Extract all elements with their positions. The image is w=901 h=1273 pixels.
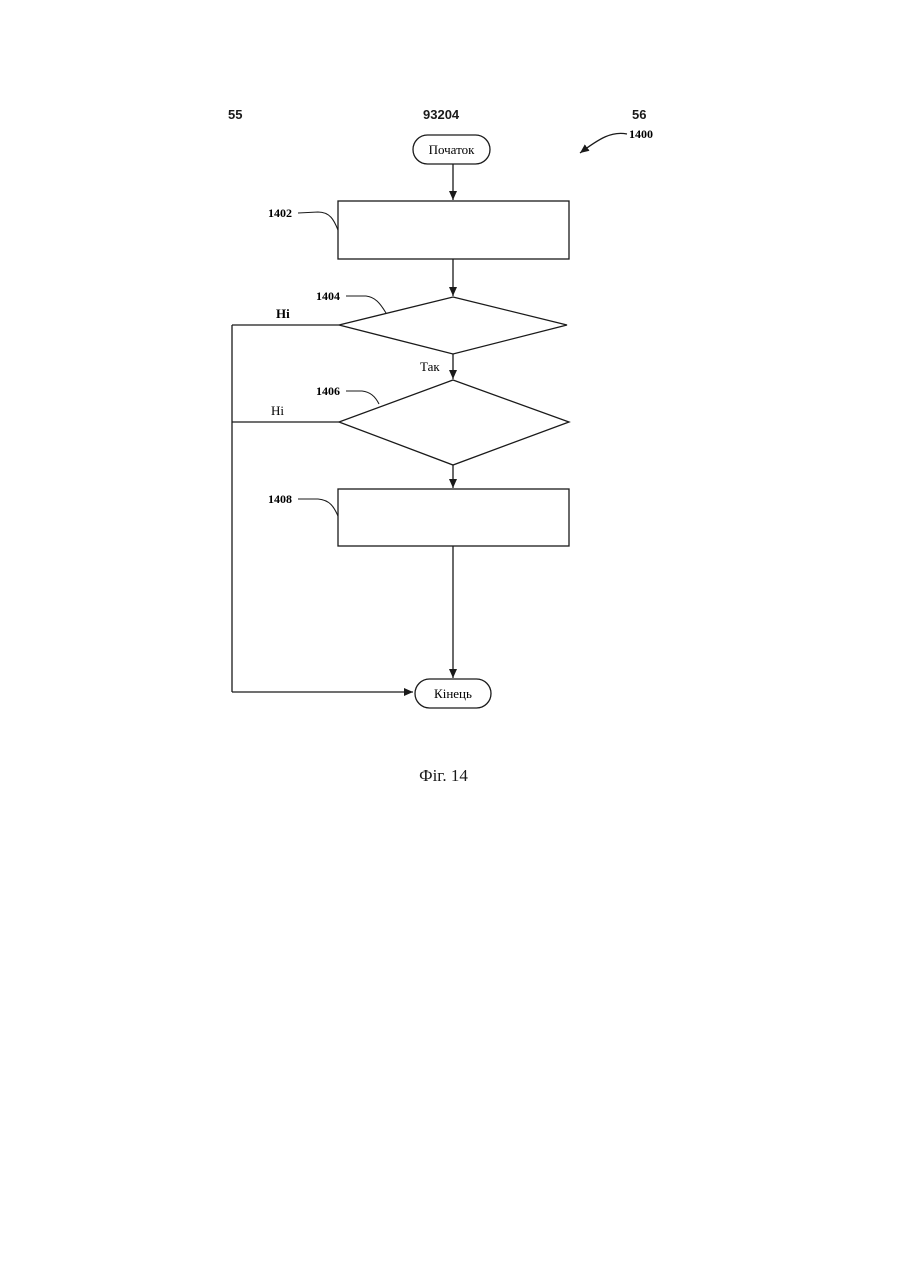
end-label: Кінець — [434, 686, 472, 701]
ref-1408: 1408 — [268, 492, 292, 506]
process-box-1402 — [338, 201, 569, 259]
leader-1406 — [346, 391, 379, 404]
yes-label-1404: Так — [420, 359, 440, 374]
ref-1406: 1406 — [316, 384, 340, 398]
no-label-1406: Ні — [271, 403, 284, 418]
process-box-1408 — [338, 489, 569, 546]
leader-1402 — [298, 212, 338, 230]
figure-caption: Фіг. 14 — [0, 766, 887, 786]
figure-ref-arrow — [580, 133, 627, 153]
leader-1408 — [298, 499, 338, 516]
leader-1404 — [346, 296, 386, 313]
start-label: Початок — [429, 142, 476, 157]
ref-1404: 1404 — [316, 289, 340, 303]
figure-ref-label: 1400 — [629, 127, 653, 141]
no-label-1404: Ні — [276, 306, 290, 321]
ref-1402: 1402 — [268, 206, 292, 220]
decision-diamond-1404 — [339, 297, 567, 354]
decision-diamond-1406 — [339, 380, 569, 465]
